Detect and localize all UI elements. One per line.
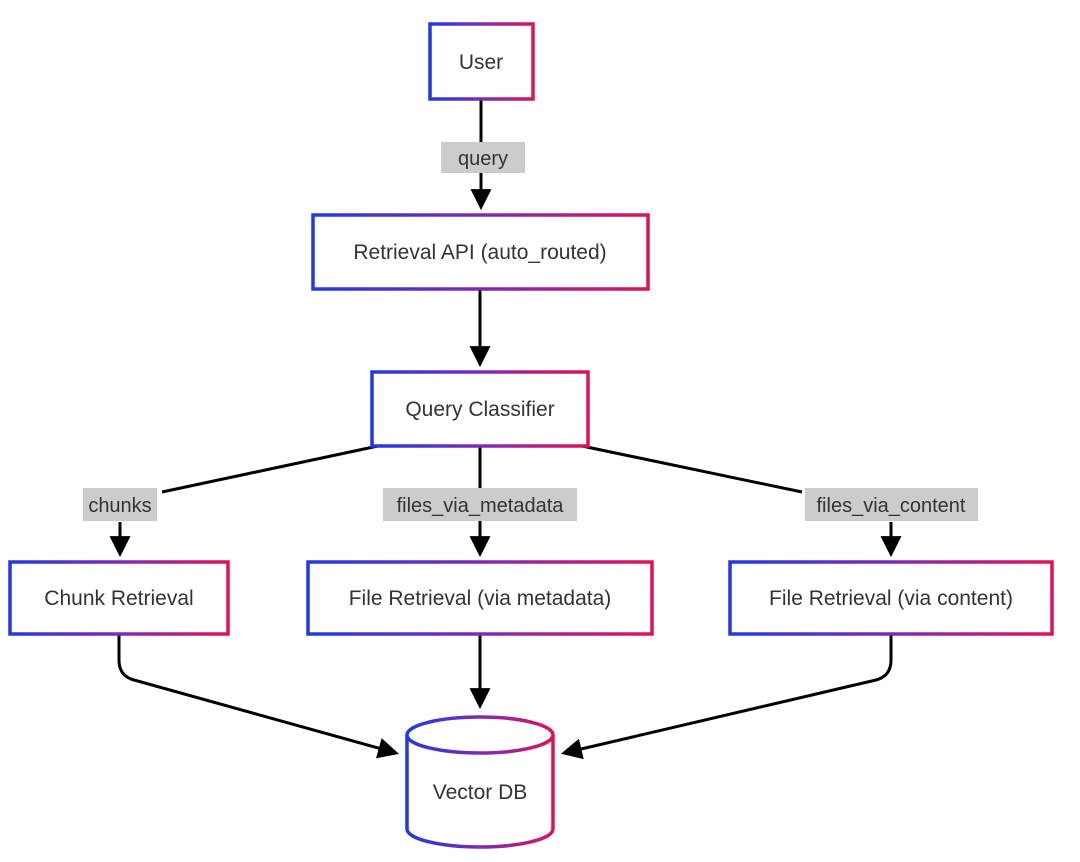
- node-file-retrieval-content-box: [728, 560, 1054, 636]
- node-retrieval-api-box: [311, 213, 650, 291]
- edge-labels-layer: query chunks files_via_metadata files_vi…: [83, 142, 978, 521]
- edge-file-content-to-vector-db: [560, 634, 893, 760]
- edge-label-files-via-metadata-text: files_via_metadata: [397, 495, 565, 517]
- edge-label-files-via-metadata-bg: [383, 488, 577, 521]
- node-query-classifier: Query Classifier: [370, 370, 590, 448]
- edge-label-chunks: chunks: [83, 488, 157, 521]
- edge-classifier-to-chunks-label: [161, 444, 379, 494]
- edge-label-chunks-bg: [83, 488, 157, 521]
- node-retrieval-api-label: Retrieval API (auto_routed): [353, 241, 606, 264]
- node-user-box: [428, 22, 535, 101]
- node-vector-db-label: Vector DB: [433, 781, 528, 804]
- edge-classifier-to-content-label: [581, 444, 803, 494]
- edge-chunk-retrieval-to-vector-db: [117, 634, 400, 759]
- nodes-layer: User Retrieval API (auto_routed) Query C…: [8, 22, 1054, 849]
- node-chunk-retrieval: Chunk Retrieval: [8, 560, 230, 636]
- node-retrieval-api: Retrieval API (auto_routed): [311, 213, 650, 291]
- node-vector-db-cylinder-top: [405, 715, 555, 755]
- node-file-retrieval-content-label: File Retrieval (via content): [769, 587, 1013, 610]
- edge-label-query-bg: [441, 142, 525, 173]
- node-user-label: User: [459, 51, 503, 74]
- node-chunk-retrieval-box: [8, 560, 230, 636]
- edge-label-query-text: query: [458, 148, 508, 170]
- edge-label-files-via-metadata: files_via_metadata: [383, 488, 577, 521]
- node-vector-db-cylinder-body: [405, 735, 555, 849]
- node-file-retrieval-metadata: File Retrieval (via metadata): [306, 560, 654, 636]
- node-query-classifier-box: [370, 370, 590, 448]
- node-file-retrieval-content: File Retrieval (via content): [728, 560, 1054, 636]
- edge-label-files-via-content: files_via_content: [805, 488, 978, 521]
- edge-label-chunks-text: chunks: [88, 495, 151, 517]
- node-vector-db: Vector DB: [405, 715, 555, 849]
- edge-label-files-via-content-text: files_via_content: [817, 495, 966, 517]
- node-file-retrieval-metadata-box: [306, 560, 654, 636]
- node-user: User: [428, 22, 535, 101]
- edge-label-files-via-content-bg: [805, 488, 978, 521]
- edge-label-query: query: [441, 142, 525, 173]
- node-query-classifier-label: Query Classifier: [405, 398, 554, 421]
- node-file-retrieval-metadata-label: File Retrieval (via metadata): [349, 587, 612, 610]
- node-chunk-retrieval-label: Chunk Retrieval: [44, 587, 193, 610]
